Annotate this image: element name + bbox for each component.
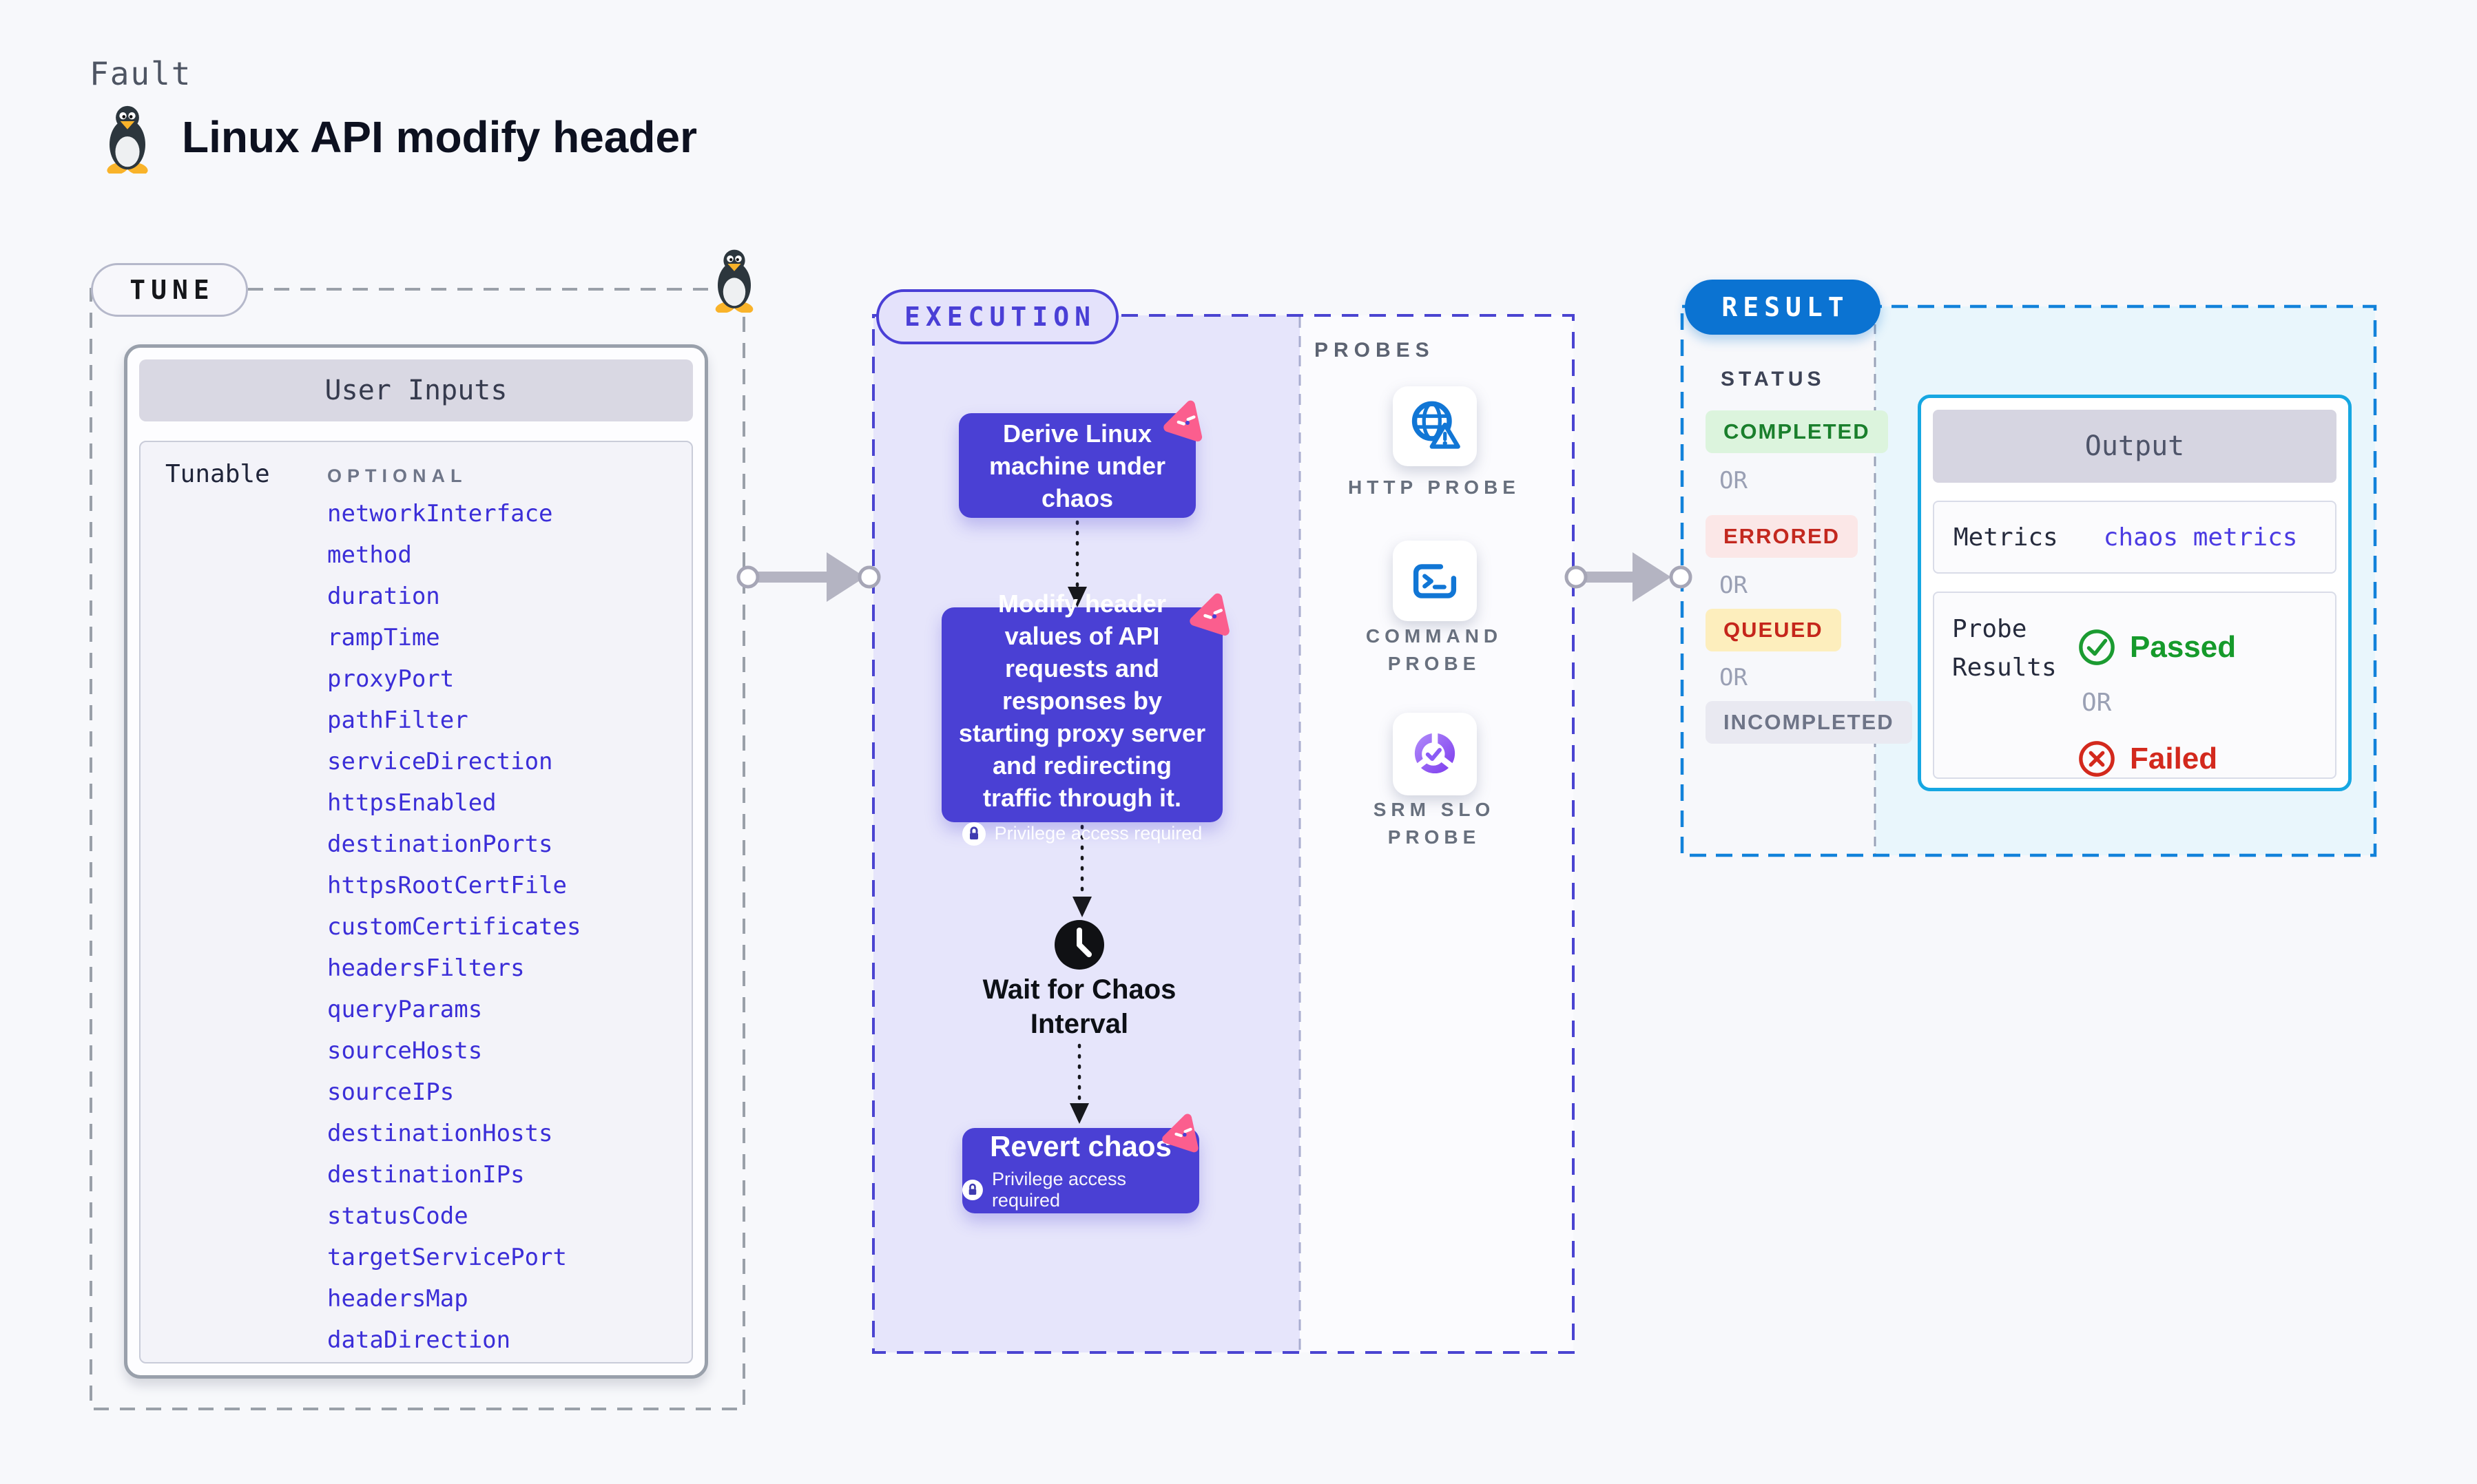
execution-dashed-frame (872, 314, 1575, 1354)
srm-slo-probe-label: SRM SLO PROBE (1373, 799, 1495, 848)
tux-icon (715, 249, 754, 313)
tunable-params-list: networkInterface method duration rampTim… (327, 493, 685, 1361)
param-item: httpsEnabled (327, 789, 497, 817)
arrow-tune-to-execution (736, 552, 881, 602)
tux-icon (107, 105, 148, 174)
tune-dashed-frame (90, 288, 745, 1410)
privilege-badge: Privilege access required (962, 1169, 1199, 1211)
derive-machine-label: Derive Linux machine under chaos (988, 419, 1166, 512)
terminal-icon (1413, 563, 1457, 598)
command-probe-label: COMMAND PROBE (1365, 625, 1503, 674)
privilege-label: Privilege access required (994, 823, 1203, 844)
litmus-chaos-icon (1163, 400, 1203, 442)
param-item: sourceHosts (327, 1037, 483, 1065)
param-item: proxyPort (327, 665, 455, 693)
wait-interval-label: Wait for Chaos Interval (982, 974, 1177, 1039)
param-item: targetServicePort (327, 1244, 567, 1271)
page-title: Linux API modify header (182, 112, 697, 162)
status-badge-queued: QUEUED (1706, 609, 1841, 651)
user-inputs-body (139, 441, 693, 1363)
http-probe-card (1393, 386, 1477, 466)
or-separator: OR (1719, 467, 1748, 494)
param-item: destinationHosts (327, 1120, 553, 1147)
result-section-pill: RESULT (1685, 280, 1880, 335)
status-badge-errored: ERRORED (1706, 515, 1858, 558)
derive-machine-node: Derive Linux machine under chaos (959, 413, 1196, 518)
optional-column-label: OPTIONAL (327, 466, 468, 486)
http-probe-label: HTTP PROBE (1348, 477, 1520, 498)
flow-connectors (1075, 520, 1084, 1104)
probe-results-row (1933, 592, 2336, 779)
fault-kind-label: Fault (90, 55, 192, 92)
param-item: headersMap (327, 1285, 468, 1313)
or-separator: OR (2082, 689, 2112, 717)
revert-chaos-label: Revert chaos (990, 1130, 1172, 1162)
flow-arrowheads (1068, 587, 1092, 1124)
output-title: Output (1933, 410, 2336, 483)
param-item: method (327, 541, 412, 569)
clock-icon (1055, 920, 1104, 970)
passed-result: Passed (2077, 628, 2236, 667)
param-item: rampTime (327, 624, 440, 651)
status-badge-completed: COMPLETED (1706, 410, 1888, 453)
param-item: networkInterface (327, 500, 553, 527)
user-inputs-title: User Inputs (139, 359, 693, 421)
tunable-row-label: Tunable (165, 460, 270, 488)
revert-chaos-node: Revert chaos Privilege access required (962, 1128, 1199, 1213)
x-circle-icon (2079, 741, 2115, 777)
param-item: httpsRootCertFile (327, 872, 567, 899)
or-separator: OR (1719, 664, 1748, 691)
fault-action-label: Modify header values of API requests and… (958, 589, 1206, 812)
probes-panel-fill (1300, 315, 1573, 1352)
or-separator: OR (1719, 572, 1748, 599)
param-item: serviceDirection (327, 748, 553, 775)
param-item: dataDirection (327, 1326, 511, 1354)
arrow-probes-to-result (1564, 552, 1692, 602)
param-item: duration (327, 583, 440, 610)
tune-section-pill: TUNE (91, 263, 248, 317)
param-item: destinationPorts (327, 830, 553, 858)
slo-donut-check-icon (1413, 730, 1457, 774)
param-item: sourceIPs (327, 1078, 455, 1106)
metrics-row: Metrics chaos metrics (1933, 501, 2336, 574)
probes-section-label: PROBES (1314, 339, 1435, 362)
lock-icon (962, 1180, 983, 1200)
lock-icon (962, 822, 986, 846)
param-item: customCertificates (327, 913, 581, 941)
failed-result: Failed (2077, 740, 2217, 778)
probe-results-label: Probe Results (1952, 615, 2057, 682)
passed-label: Passed (2130, 630, 2237, 664)
param-item: pathFilter (327, 707, 468, 734)
param-item: queryParams (327, 996, 483, 1023)
metrics-value-link: chaos metrics (2103, 523, 2298, 552)
fault-action-node: Modify header values of API requests and… (942, 589, 1223, 846)
status-column-label: STATUS (1721, 368, 1825, 390)
param-item: headersFilters (327, 954, 525, 982)
privilege-badge: Privilege access required (962, 822, 1203, 846)
param-item: statusCode (327, 1202, 468, 1230)
failed-label: Failed (2130, 742, 2218, 775)
check-circle-icon (2079, 629, 2115, 665)
execution-section-pill: EXECUTION (876, 289, 1119, 344)
command-probe-card (1393, 541, 1477, 621)
srm-slo-probe-card (1393, 713, 1477, 795)
litmus-chaos-icon (1162, 1114, 1199, 1153)
param-item: destinationIPs (327, 1161, 525, 1189)
privilege-label: Privilege access required (991, 1169, 1127, 1211)
globe-alert-icon (1411, 401, 1460, 449)
status-badge-incompleted: INCOMPLETED (1706, 701, 1912, 744)
litmus-chaos-icon (1190, 593, 1230, 636)
metrics-label: Metrics (1953, 523, 2058, 552)
